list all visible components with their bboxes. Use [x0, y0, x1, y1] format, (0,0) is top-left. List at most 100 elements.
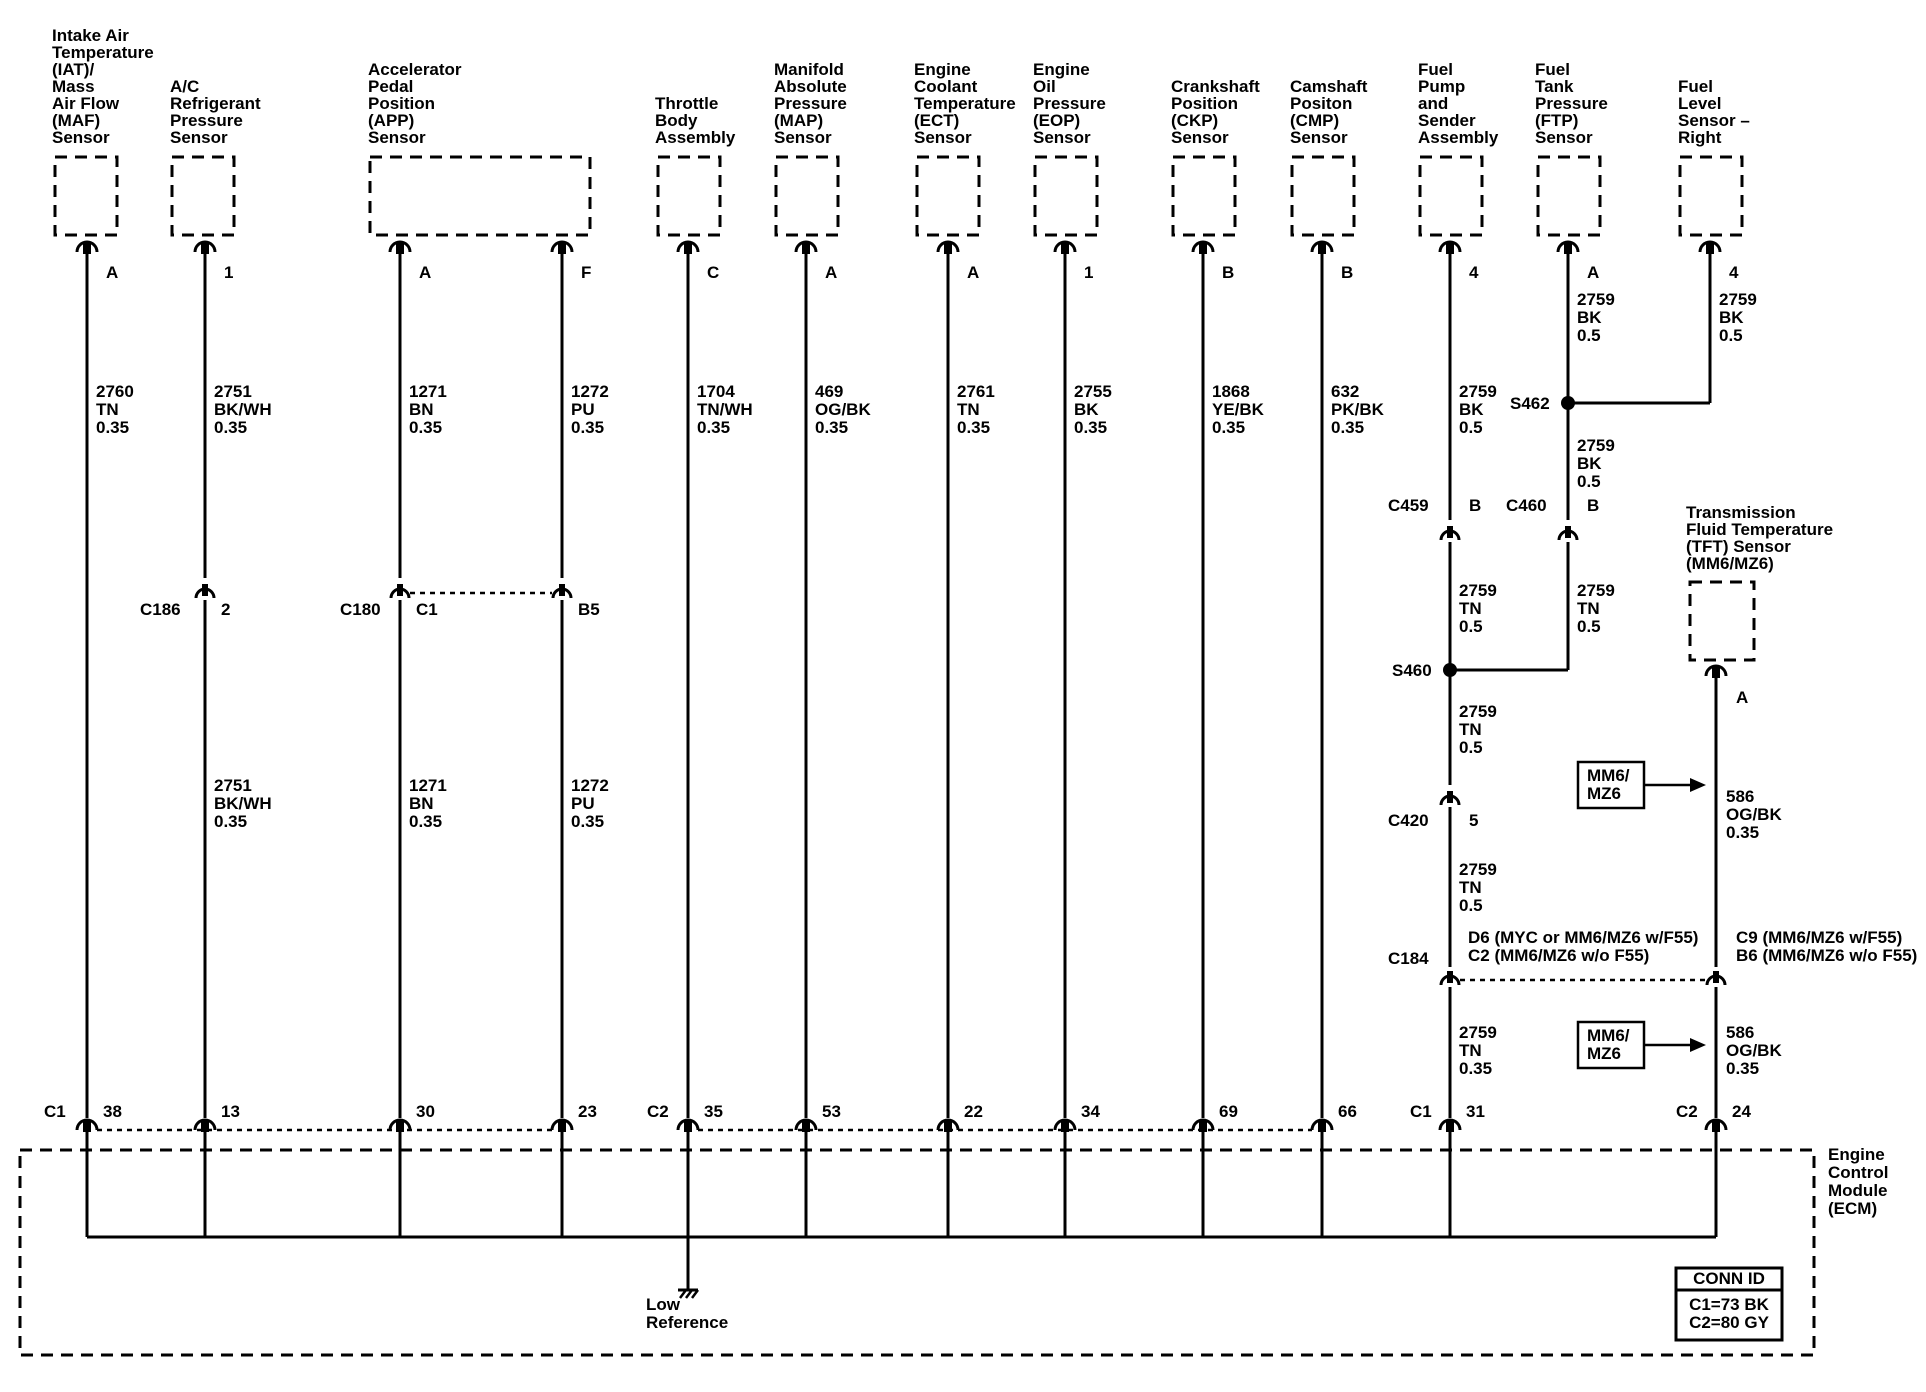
connector-c184-note-line: B6 (MM6/MZ6 w/o F55) — [1736, 946, 1917, 965]
connector-pin — [1318, 1120, 1326, 1132]
wire-label-fuel-line: TN — [1459, 599, 1482, 618]
pin-label: C1 — [416, 600, 438, 619]
component-name-throttle-line: Throttle — [655, 94, 718, 113]
pin-label: 4 — [1729, 263, 1739, 282]
ecm-pin-label: 53 — [822, 1102, 841, 1121]
component-name-fuel_pump-line: Pump — [1418, 77, 1465, 96]
wire-label-ac-line: BK/WH — [214, 400, 272, 419]
component-name-iat_maf-line: (IAT)/ — [52, 60, 94, 79]
wire-label-iat-line: 0.35 — [96, 418, 129, 437]
wire-label-appF-line: PU — [571, 400, 595, 419]
component-outline-fuel_pump — [1418, 155, 1484, 237]
component-name-ftp-line: (FTP) — [1535, 111, 1578, 130]
wire-label-map-line: OG/BK — [815, 400, 871, 419]
pin-label: A — [106, 263, 118, 282]
wire-label-tft-line: 0.35 — [1726, 1059, 1759, 1078]
component-name-ac_pressure-line: Sensor — [170, 128, 228, 147]
ecm-pin-label: 30 — [416, 1102, 435, 1121]
pin-label: B — [1222, 263, 1234, 282]
wire-label-ac-line: 0.35 — [214, 418, 247, 437]
wire-label-ftp-line: 2759 — [1577, 581, 1615, 600]
component-name-ect-line: Sensor — [914, 128, 972, 147]
wires — [85, 253, 1782, 1299]
component-name-iat_maf-line: Intake Air — [52, 26, 129, 45]
wire-label-cmp-line: 0.35 — [1331, 418, 1364, 437]
wire-label-thr-line: 1704 — [697, 382, 735, 401]
wire-label-fuel-line: 2759 — [1459, 1023, 1497, 1042]
component-name-map-line: Absolute — [774, 77, 847, 96]
option-box-text-line: MZ6 — [1587, 1044, 1621, 1063]
wire-label-eop-line: 2755 — [1074, 382, 1112, 401]
ecm-pin-label: 22 — [964, 1102, 983, 1121]
wire-label-fuel-line: TN — [1459, 1041, 1482, 1060]
low-reference-label-line: Reference — [646, 1313, 728, 1332]
conn-id-title: CONN ID — [1693, 1269, 1765, 1288]
ground-symbol — [691, 1289, 699, 1299]
component-name-eop-line: Engine — [1033, 60, 1090, 79]
ecm-connector-name: C2 — [1676, 1102, 1698, 1121]
wire-label-appF-line: 1272 — [571, 776, 609, 795]
wire-label-appA-line: 1271 — [409, 382, 447, 401]
connector-pin — [1564, 242, 1572, 254]
wire-label-appF-line: PU — [571, 794, 595, 813]
connector-pin — [1199, 1120, 1207, 1132]
wire-label-fuel-line: 0.5 — [1459, 617, 1483, 636]
component-name-ect-line: Coolant — [914, 77, 978, 96]
component-name-eop-line: Oil — [1033, 77, 1056, 96]
component-name-ect-line: Engine — [914, 60, 971, 79]
component-outline-cmp — [1290, 155, 1356, 237]
pin-label: B — [1341, 263, 1353, 282]
ecm-connector-name: C1 — [1410, 1102, 1432, 1121]
connector-name: C460 — [1506, 496, 1547, 515]
connector-name: C186 — [140, 600, 181, 619]
option-box-text-line: MM6/ — [1587, 1026, 1630, 1045]
wire-label-appA-line: 1271 — [409, 776, 447, 795]
component-name-tft-line: Fluid Temperature — [1686, 520, 1833, 539]
component-name-app-line: Position — [368, 94, 435, 113]
component-outline-tft — [1688, 580, 1756, 662]
conn-id-box — [1674, 1266, 1784, 1342]
component-name-iat_maf-line: (MAF) — [52, 111, 100, 130]
conn-id-row-line: C2=80 GY — [1689, 1313, 1770, 1332]
connector-pin — [1061, 1120, 1069, 1132]
wire-label-fuel-level-line: BK — [1719, 308, 1744, 327]
splice-name: S462 — [1510, 394, 1550, 413]
connector-pin — [1447, 791, 1453, 803]
component-name-eop-line: (EOP) — [1033, 111, 1080, 130]
wire-label-fuel-line: 0.5 — [1459, 418, 1483, 437]
component-name-fuel_level-line: Level — [1678, 94, 1721, 113]
component-name-fuel_pump-line: and — [1418, 94, 1448, 113]
wire-label-ect-line: TN — [957, 400, 980, 419]
component-name-tft-line: (TFT) Sensor — [1686, 537, 1791, 556]
pin-label: B5 — [578, 600, 600, 619]
component-name-fuel_level-line: Sensor – — [1678, 111, 1750, 130]
component-outline-ect — [915, 155, 981, 237]
component-outline-iat_maf — [53, 155, 119, 237]
connector-pin — [1712, 1120, 1720, 1132]
component-name-fuel_pump-line: Sender — [1418, 111, 1476, 130]
wire-label-fuel-line: 0.5 — [1459, 896, 1483, 915]
ground-symbol — [679, 1289, 687, 1299]
ecm-pin-label: 34 — [1081, 1102, 1100, 1121]
component-name-fuel_pump-line: Assembly — [1418, 128, 1499, 147]
conn-id-row-line: C1=73 BK — [1689, 1295, 1770, 1314]
component-name-fuel_pump-line: Fuel — [1418, 60, 1453, 79]
wire-label-thr-line: 0.35 — [697, 418, 730, 437]
connector-pin — [1446, 242, 1454, 254]
component-name-ckp-line: Crankshaft — [1171, 77, 1260, 96]
splice-s460 — [1443, 663, 1457, 677]
component-name-ac_pressure-line: Pressure — [170, 111, 243, 130]
pin-label: A — [1736, 688, 1748, 707]
ecm-pin-label: 69 — [1219, 1102, 1238, 1121]
component-outline-map — [774, 155, 840, 237]
component-name-iat_maf-line: Mass — [52, 77, 95, 96]
wire-label-cmp-line: 632 — [1331, 382, 1359, 401]
wire-label-fuel-line: 2759 — [1459, 860, 1497, 879]
wire-label-appF-line: 1272 — [571, 382, 609, 401]
component-outline-ftp — [1536, 155, 1602, 237]
component-name-iat_maf-line: Sensor — [52, 128, 110, 147]
connector-pin — [202, 584, 208, 596]
connector-pin — [944, 1120, 952, 1132]
connector-pin — [201, 1120, 209, 1132]
connector-name: C420 — [1388, 811, 1429, 830]
